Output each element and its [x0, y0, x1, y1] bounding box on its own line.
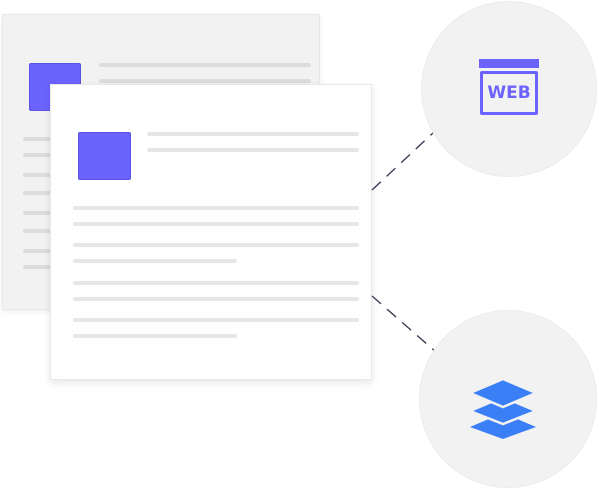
document-back-heading-line	[99, 63, 311, 67]
web-browser-icon: WEB	[479, 59, 539, 117]
document-front-text-line	[73, 334, 237, 338]
document-front-text-line	[73, 206, 359, 210]
document-front	[50, 84, 372, 380]
web-badge: WEB	[421, 1, 597, 177]
document-front-text-line	[73, 222, 359, 226]
layers-stack-icon	[468, 377, 538, 439]
document-front-text-line	[73, 318, 359, 322]
document-front-text-line	[73, 281, 359, 285]
connector-to-web	[371, 131, 435, 191]
document-front-text-line	[73, 243, 359, 247]
document-back-text-line	[23, 191, 51, 195]
document-front-text-line	[73, 259, 237, 263]
layers-badge	[419, 310, 597, 488]
document-back-text-line	[23, 137, 51, 141]
document-front-heading-line	[147, 132, 359, 136]
browser-title-bar	[479, 59, 539, 68]
document-front-text-line	[73, 297, 359, 301]
document-back-text-line	[23, 211, 51, 215]
document-front-thumbnail	[78, 132, 131, 180]
layer-middle	[468, 395, 538, 426]
document-back-text-line	[23, 153, 51, 157]
layer-bottom	[470, 413, 536, 439]
document-back-text-line	[23, 173, 51, 177]
document-back-heading-line	[99, 79, 311, 83]
browser-window-frame: WEB	[480, 71, 538, 115]
layer-top	[468, 377, 538, 409]
document-front-heading-line	[147, 148, 359, 152]
web-label: WEB	[487, 83, 531, 103]
document-back-text-line	[23, 249, 51, 253]
document-back-text-line	[23, 229, 51, 233]
connector-to-layers	[371, 295, 437, 353]
document-back-text-line	[23, 265, 51, 269]
